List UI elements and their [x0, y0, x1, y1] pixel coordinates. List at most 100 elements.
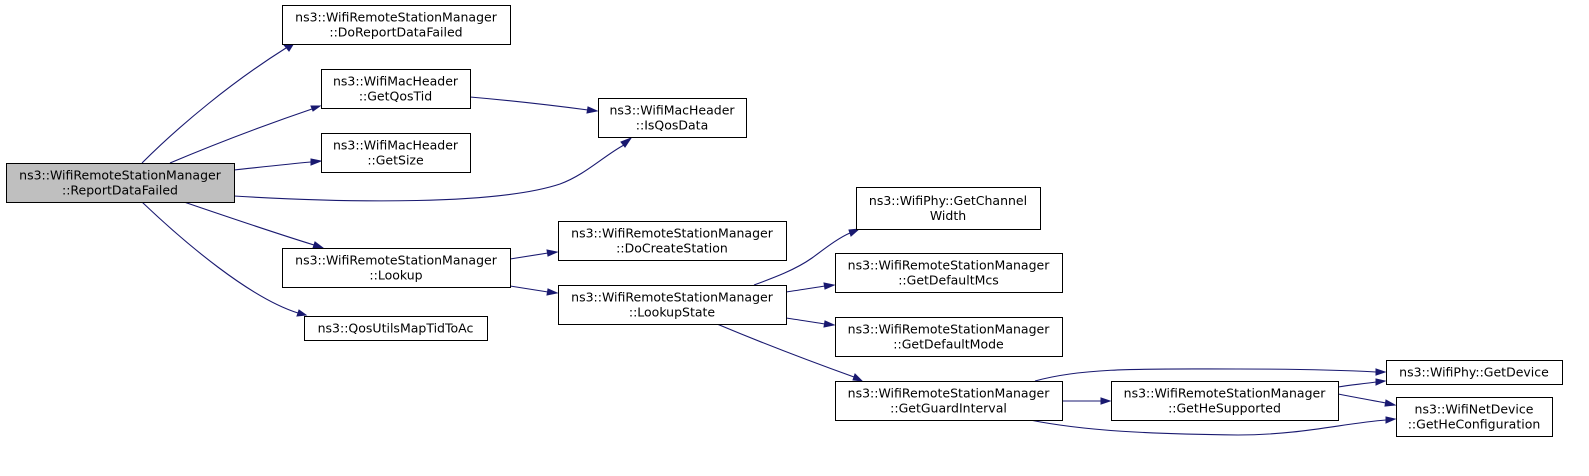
node-label-line: ::GetHeConfiguration [1408, 417, 1541, 432]
node-label-line: ::DoReportDataFailed [329, 25, 462, 40]
arrowhead [1384, 399, 1397, 407]
edge-line [716, 323, 855, 378]
node-GetSize[interactable]: ns3::WifiMacHeader::GetSize [321, 133, 471, 173]
edge-line [233, 161, 312, 171]
edge-line [1034, 368, 1377, 382]
node-GetDefaultMcs[interactable]: ns3::WifiRemoteStationManager::GetDefaul… [835, 253, 1063, 293]
edge-line [785, 317, 826, 325]
node-label-line: ::GetHeSupported [1168, 401, 1281, 416]
edge-line [1337, 393, 1387, 404]
edge-Lookup-to-LookupState [509, 285, 559, 296]
node-QosUtilsMapTidToAc[interactable]: ns3::QosUtilsMapTidToAc [304, 316, 488, 341]
edge-line [183, 201, 315, 246]
node-box [1386, 360, 1563, 385]
node-label-line: ns3::WifiMacHeader [333, 138, 459, 153]
node-label-line: ::LookupState [629, 305, 716, 320]
arrowhead [1375, 368, 1387, 376]
node-box [558, 285, 787, 325]
node-Lookup[interactable]: ns3::WifiRemoteStationManager::Lookup [282, 248, 511, 288]
node-box [321, 133, 471, 173]
edge-ReportDataFailed-to-Lookup [183, 201, 325, 249]
arrowhead [848, 228, 861, 237]
node-box [835, 381, 1063, 421]
node-label-line: ::GetQosTid [359, 89, 432, 104]
arrowhead [310, 105, 322, 112]
arrowhead [546, 288, 559, 296]
edge-line [1029, 419, 1387, 436]
arrowhead [1375, 378, 1387, 386]
node-DoCreateStation[interactable]: ns3::WifiRemoteStationManager::DoCreateS… [558, 221, 787, 261]
node-box [835, 317, 1063, 357]
node-label-line: ns3::WifiRemoteStationManager [848, 322, 1051, 337]
node-label-line: ns3::WifiNetDevice [1415, 402, 1534, 417]
nodes-layer: ns3::WifiRemoteStationManager::ReportDat… [6, 5, 1563, 437]
edge-GetHeSupported-to-GetHeConfiguration [1337, 393, 1397, 407]
arrowhead [823, 282, 836, 290]
edge-LookupState-to-GetDefaultMode [785, 317, 836, 328]
node-label-line: ns3::WifiRemoteStationManager [295, 253, 498, 268]
node-box [321, 69, 471, 109]
node-box [282, 248, 511, 288]
edge-line [141, 201, 299, 314]
node-label-line: ns3::WifiRemoteStationManager [848, 386, 1051, 401]
node-LookupState[interactable]: ns3::WifiRemoteStationManager::LookupSta… [558, 285, 787, 325]
arrowhead [312, 241, 325, 249]
node-label-line: ns3::WifiPhy::GetDevice [1399, 365, 1549, 380]
edge-ReportDataFailed-to-GetSize [233, 158, 323, 171]
node-GetDevice[interactable]: ns3::WifiPhy::GetDevice [1386, 360, 1563, 385]
node-label-line: ::GetDefaultMcs [898, 273, 999, 288]
node-GetDefaultMode[interactable]: ns3::WifiRemoteStationManager::GetDefaul… [835, 317, 1063, 357]
arrowhead [823, 320, 836, 328]
node-IsQosData[interactable]: ns3::WifiMacHeader::IsQosData [598, 98, 747, 138]
node-box [598, 98, 747, 138]
edge-GetGuardInterval-to-GetHeConfiguration [1029, 416, 1397, 436]
edge-line [469, 96, 589, 111]
node-label-line: ::GetSize [367, 153, 424, 168]
node-DoReportDataFailed[interactable]: ns3::WifiRemoteStationManager::DoReportD… [282, 5, 511, 45]
edge-ReportDataFailed-to-QosUtilsMapTidToAc [141, 201, 308, 317]
edge-line [169, 108, 313, 164]
node-label-line: ns3::WifiPhy::GetChannel [869, 193, 1027, 208]
edge-line [785, 285, 826, 293]
node-label-line: ns3::WifiRemoteStationManager [1124, 386, 1327, 401]
node-label-line: ns3::WifiMacHeader [609, 103, 735, 118]
edge-LookupState-to-GetChannelWidth [753, 228, 861, 286]
node-box [558, 221, 787, 261]
node-label-line: ns3::WifiRemoteStationManager [295, 10, 498, 25]
node-ReportDataFailed: ns3::WifiRemoteStationManager::ReportDat… [6, 163, 235, 203]
arrowhead [586, 106, 599, 114]
node-label-line: ns3::WifiRemoteStationManager [19, 168, 222, 183]
arrowhead [620, 136, 633, 148]
edge-GetGuardInterval-to-GetDevice [1034, 368, 1387, 382]
node-GetQosTid[interactable]: ns3::WifiMacHeader::GetQosTid [321, 69, 471, 109]
node-label-line: ::Lookup [369, 268, 422, 283]
edge-line [141, 47, 287, 164]
edge-line [753, 232, 851, 286]
edge-line [509, 252, 549, 260]
node-box [1111, 381, 1339, 421]
node-label-line: ::GetDefaultMode [893, 337, 1004, 352]
node-box [856, 187, 1041, 230]
edge-LookupState-to-GetDefaultMcs [785, 282, 836, 293]
edge-Lookup-to-DoCreateStation [509, 249, 559, 260]
edge-line [233, 144, 625, 202]
node-label-line: ::IsQosData [636, 118, 708, 133]
edges-layer [141, 42, 1397, 436]
node-GetGuardInterval[interactable]: ns3::WifiRemoteStationManager::GetGuardI… [835, 381, 1063, 421]
node-GetHeSupported[interactable]: ns3::WifiRemoteStationManager::GetHeSupp… [1111, 381, 1339, 421]
node-label-line: ns3::QosUtilsMapTidToAc [318, 321, 474, 336]
edge-ReportDataFailed-to-GetQosTid [169, 105, 322, 164]
node-label-line: ns3::WifiRemoteStationManager [848, 258, 1051, 273]
edge-GetHeSupported-to-GetDevice [1337, 378, 1387, 388]
node-label-line: ::GetGuardInterval [890, 401, 1007, 416]
arrowhead [1100, 397, 1112, 405]
node-box [1396, 397, 1553, 437]
node-label-line: ::ReportDataFailed [62, 183, 178, 198]
arrowhead [310, 158, 323, 166]
node-GetHeConfiguration[interactable]: ns3::WifiNetDevice::GetHeConfiguration [1396, 397, 1553, 437]
edge-line [509, 285, 549, 293]
arrowhead [296, 309, 308, 317]
node-label-line: Width [930, 208, 966, 223]
